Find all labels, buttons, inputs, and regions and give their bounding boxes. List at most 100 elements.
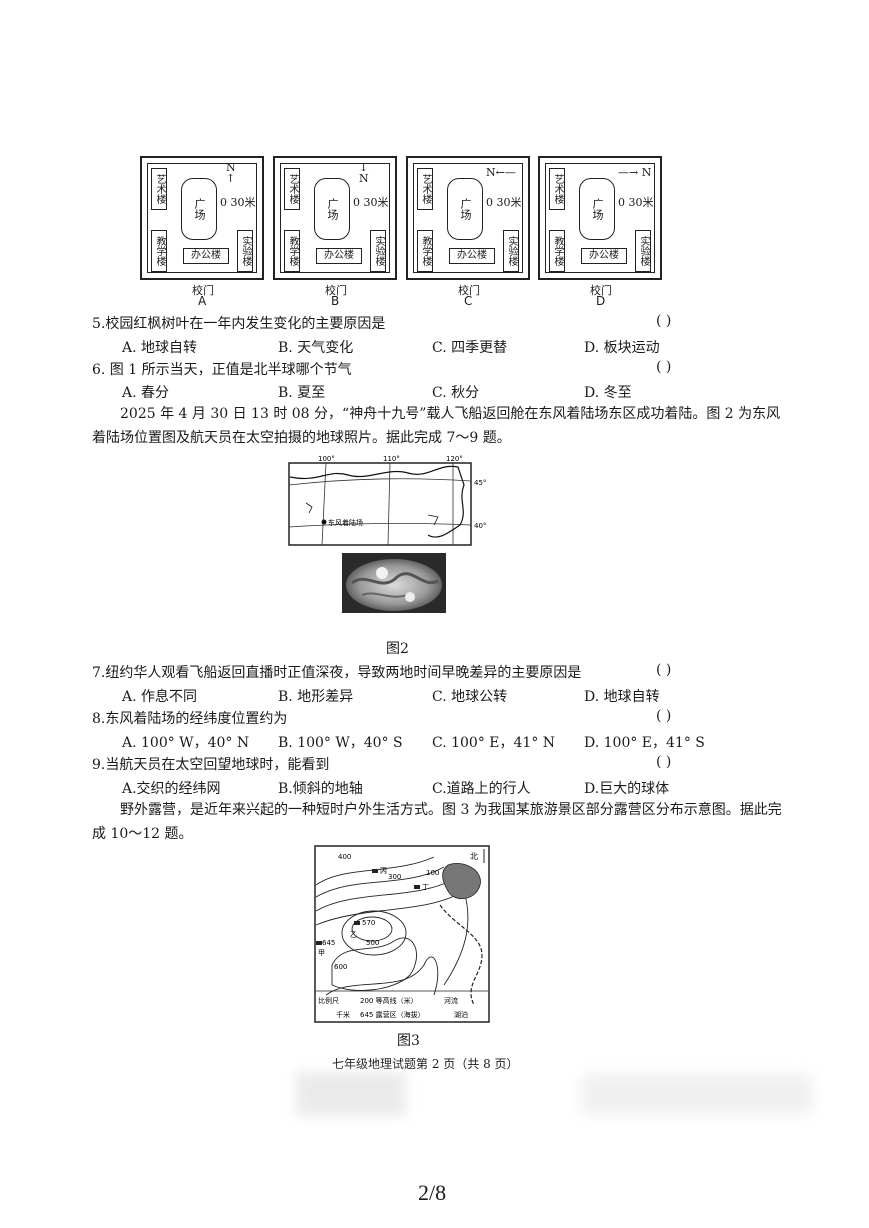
question-7-option-a: A. 作息不同	[122, 689, 198, 705]
map-option-label: C	[464, 294, 473, 308]
school-gate-label: 校门	[590, 284, 612, 297]
office-building: 办公楼	[316, 248, 362, 264]
scan-smudge	[582, 1074, 812, 1114]
camp-marker	[414, 885, 420, 889]
question-6-stem: 6. 图 1 所示当天，正值是北半球哪个节气	[92, 362, 352, 378]
campus-map-b: 艺术楼教学楼 实验楼 广场办公楼 0 30米 ↓ N	[273, 156, 397, 280]
figure-2-location-map: 东风着陆场 100° 110° 120° 45° 40°	[288, 455, 486, 546]
art-building: 艺术楼	[151, 168, 167, 210]
question-8-answer-bracket: ( )	[656, 708, 672, 724]
school-gate-label: 校门	[325, 284, 347, 297]
north-arrow-icon: ↓ N	[359, 161, 369, 185]
lab-building: 实验楼	[237, 230, 253, 272]
question-8-option-a: A. 100° W，40° N	[122, 735, 250, 751]
question-7-option-c: C. 地球公转	[432, 689, 508, 705]
question-5-option-a: A. 地球自转	[122, 340, 198, 356]
camp-bing-label: 丙	[380, 867, 387, 875]
legend-scale-label: 比例尺	[318, 996, 339, 1005]
figure-2-caption: 图2	[386, 641, 409, 657]
question-8-stem: 8.东风着陆场的经纬度位置约为	[92, 711, 288, 727]
map-option-label: A	[198, 294, 207, 308]
question-7-option-b: B. 地形差异	[278, 689, 354, 705]
teaching-building: 教学楼	[417, 230, 433, 272]
question-9-stem: 9.当航天员在太空回望地球时，能看到	[92, 757, 330, 773]
lab-building: 实验楼	[370, 230, 386, 272]
teaching-building: 教学楼	[151, 230, 167, 272]
dongfeng-site-marker	[321, 519, 327, 525]
question-6-option-d: D. 冬至	[584, 385, 632, 401]
question-6-answer-bracket: ( )	[656, 359, 672, 375]
contour-line	[341, 910, 407, 956]
art-building: 艺术楼	[549, 168, 565, 210]
legend-camp-label: 645 露营区（海拔）	[360, 1010, 425, 1019]
art-building: 艺术楼	[284, 168, 300, 210]
plaza: 广场	[579, 178, 615, 240]
contour-line	[315, 866, 445, 898]
campus-map-a: 艺术楼教学楼 实验楼 广场办公楼 0 30米 N ↑	[140, 156, 264, 280]
question-9-option-d: D.巨大的球体	[584, 781, 670, 797]
site-label: 东风着陆场	[328, 518, 363, 527]
teaching-building: 教学楼	[284, 230, 300, 272]
scan-smudge	[296, 1072, 406, 1116]
school-gate-label: 校门	[192, 284, 214, 297]
office-building: 办公楼	[183, 248, 229, 264]
lat-label-40: 40°	[474, 522, 486, 530]
legend-km-label: 千米	[336, 1010, 350, 1019]
camp-marker	[372, 869, 378, 873]
contour-label-100: 100	[426, 869, 439, 877]
scale-bar: 0 30米	[220, 196, 256, 209]
contour-line	[315, 856, 435, 886]
passage-camping: 野外露营，是近年来兴起的一种短时户外生活方式。图 3 为我国某旅游景区部分露营区…	[92, 802, 782, 842]
lat-label-45: 45°	[474, 479, 486, 487]
river-line	[439, 904, 483, 1006]
question-5-option-b: B. 天气变化	[278, 340, 354, 356]
lon-label-100: 100°	[318, 455, 335, 463]
question-9-option-b: B.倾斜的地轴	[278, 781, 363, 797]
north-arrow-icon: N←—	[486, 166, 516, 179]
legend-river-label: 河流	[444, 996, 458, 1005]
plaza: 广场	[447, 178, 483, 240]
question-5-option-d: D. 板块运动	[584, 340, 660, 356]
parallel-45	[288, 478, 472, 486]
camp-ding-label: 丁	[422, 883, 429, 891]
question-5-option-c: C. 四季更替	[432, 340, 508, 356]
question-6-option-b: B. 夏至	[278, 385, 326, 401]
campus-boundary: 艺术楼教学楼 实验楼 广场办公楼 0 30米 ↓ N	[280, 161, 390, 273]
border-line	[289, 465, 465, 538]
question-8-option-c: C. 100° E，41° N	[432, 735, 556, 751]
camp-yi-label: 乙	[350, 931, 357, 939]
figure-3-camping-map: 北 丙 丁 570 乙 645 甲 400 300 100 500 600 比例…	[314, 845, 490, 1023]
map-frame	[288, 462, 472, 546]
lon-label-120: 120°	[446, 455, 463, 463]
lab-building: 实验楼	[635, 230, 651, 272]
question-8-option-b: B. 100° W，40° S	[278, 735, 403, 751]
question-9-option-a: A.交织的经纬网	[122, 781, 221, 797]
scale-bar: 0 30米	[353, 196, 389, 209]
question-7-option-d: D. 地球自转	[584, 689, 660, 705]
contour-line	[315, 878, 455, 912]
question-9-answer-bracket: ( )	[656, 754, 672, 770]
lake-shape	[442, 863, 481, 899]
north-arrow-icon: N ↑	[226, 161, 236, 185]
campus-boundary: 艺术楼教学楼 实验楼 广场办公楼 0 30米 N ↑	[147, 161, 257, 273]
plaza: 广场	[181, 178, 217, 240]
contour-line	[325, 956, 439, 996]
camp-elev-570: 570	[362, 919, 375, 927]
question-6-option-c: C. 秋分	[432, 385, 480, 401]
page-number: 2/8	[418, 1180, 447, 1205]
map-option-label: D	[596, 294, 606, 308]
meridian-100	[321, 462, 327, 546]
question-9-option-c: C.道路上的行人	[432, 781, 531, 797]
school-gate-label: 校门	[458, 284, 480, 297]
plaza: 广场	[314, 178, 350, 240]
lon-label-110: 110°	[383, 455, 400, 463]
camp-marker	[354, 921, 360, 925]
camp-elev-645: 645	[322, 939, 335, 947]
passage-shenzhou: 2025 年 4 月 30 日 13 时 08 分，“神舟十九号”载人飞船返回舱…	[92, 406, 781, 446]
scale-bar: 0 30米	[618, 196, 654, 209]
map-option-label: B	[331, 294, 340, 308]
art-building: 艺术楼	[417, 168, 433, 210]
